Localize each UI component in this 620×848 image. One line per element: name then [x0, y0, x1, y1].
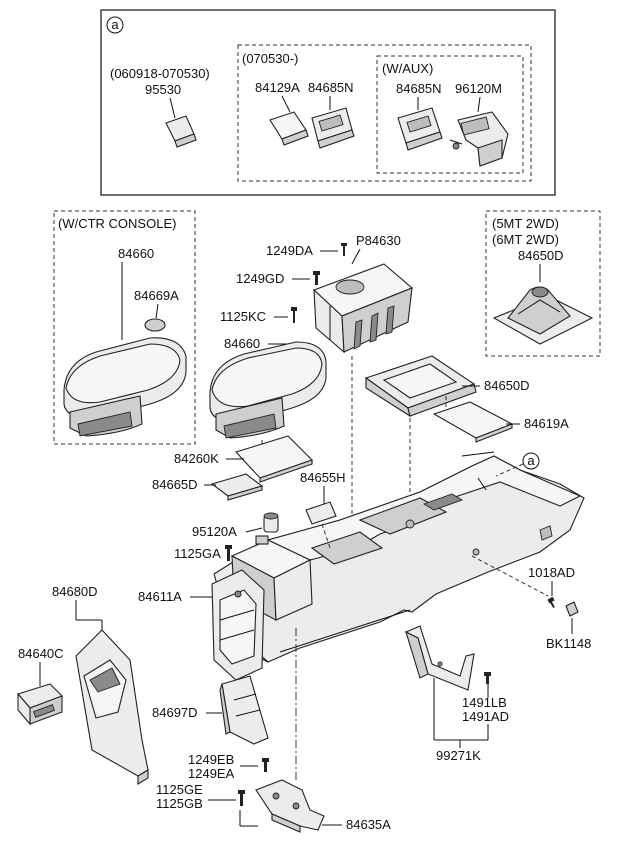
part-96120M-aux-jack: [449, 111, 509, 167]
part-84619A-mat: [432, 401, 514, 443]
inner-bracket-assembly: 84611A: [138, 569, 265, 681]
part-label-84669A: 84669A: [134, 288, 179, 303]
part-84685N-bezel-a: [311, 107, 355, 149]
part-84669A-emblem: [144, 318, 166, 332]
part-84685N-bezel-b: [397, 107, 443, 151]
part-84660-armrest-b: [209, 341, 327, 439]
callout-a-circle: [106, 16, 124, 34]
part-label-84685N-a: 84685N: [308, 80, 354, 95]
part-99271K-bracket: [404, 625, 475, 691]
part-label-84635A: 84635A: [346, 817, 391, 832]
callout-a-label: a: [111, 17, 119, 32]
part-label-84611A: 84611A: [138, 589, 182, 604]
small-console-parts: 84655H 95120A 1125GA: [174, 470, 346, 561]
right-fastener-parts: 1018AD BK1148: [471, 555, 591, 651]
part-label-BK1148: BK1148: [546, 636, 591, 651]
part-label-1249GD: 1249GD: [236, 271, 284, 286]
part-P84630-storage-box: [312, 263, 414, 354]
bolt-1125KC: [291, 307, 297, 323]
part-label-P84630: P84630: [356, 233, 401, 248]
part-84655H-cover: [305, 501, 337, 525]
part-label-1018AD: 1018AD: [528, 565, 575, 580]
lower-center-parts: 84697D 1249EB 1249EA 1125GE 1125GB: [152, 628, 391, 833]
armrest-assembly: 84660: [209, 336, 327, 450]
part-84129A-plug: [269, 111, 309, 146]
part-84660-armrest-a: [63, 337, 187, 437]
part-label-1125GA: 1125GA: [174, 546, 221, 561]
part-label-1249EA: 1249EA: [188, 766, 235, 781]
part-label-84660-b: 84660: [224, 336, 260, 351]
part-95530-cover: [165, 115, 197, 148]
part-84650D-shift-boot: [492, 286, 594, 345]
lower-right-bracket: 1491LB 1491AD 99271K: [404, 625, 509, 763]
group-w-aux: (W/AUX): [382, 61, 433, 76]
part-label-84650D-a: 84650D: [518, 248, 564, 263]
screw-1018AD: [547, 596, 555, 608]
part-84650D-shift-trim: [364, 355, 477, 418]
part-label-1125GB: 1125GB: [156, 796, 203, 811]
part-label-84697D: 84697D: [152, 705, 198, 720]
rear-trim-assembly: 84680D 84640C: [17, 584, 149, 785]
group-w-ctr-console: (W/CTR CONSOLE): [58, 216, 176, 231]
part-BK1148-clip: [565, 601, 579, 617]
screw-1249DA: [341, 243, 347, 256]
part-label-96120M: 96120M: [455, 81, 502, 96]
bolt-1125GE: [238, 790, 245, 806]
part-label-84640C: 84640C: [18, 646, 64, 661]
part-label-95530: 95530: [145, 82, 181, 97]
part-label-84660-a: 84660: [118, 246, 154, 261]
screw-1249EB: [262, 758, 269, 772]
part-label-95120A: 95120A: [192, 524, 237, 539]
group-mt-box: (5MT 2WD) (6MT 2WD) 84650D: [485, 210, 601, 357]
group-5mt: (5MT 2WD): [492, 216, 559, 231]
group-from-date: (070530-): [242, 51, 298, 66]
shift-trim-assembly: 84650D 84619A: [364, 355, 569, 500]
part-label-84665D: 84665D: [152, 477, 198, 492]
callout-a-label-2: a: [527, 453, 535, 468]
part-84665D-tray: [210, 473, 264, 501]
part-label-84685N-b: 84685N: [396, 81, 442, 96]
part-label-99271K: 99271K: [436, 748, 481, 763]
part-84611A-bracket: [211, 569, 265, 681]
part-84680D-rear-cover: [75, 629, 149, 785]
group-ctr-console-box: (W/CTR CONSOLE) 84660 84669A: [53, 210, 196, 445]
group-6mt: (6MT 2WD): [492, 232, 559, 247]
part-95120A-socket: [255, 512, 279, 545]
part-label-84680D: 84680D: [52, 584, 98, 599]
part-label-84655H: 84655H: [300, 470, 346, 485]
group-date-range: (060918-070530): [110, 66, 210, 81]
bolt-1125GA: [225, 545, 232, 561]
part-label-1249DA: 1249DA: [266, 243, 313, 258]
callout-a-circle-2: [522, 452, 540, 470]
part-label-84619A: 84619A: [524, 416, 569, 431]
part-label-1491AD: 1491AD: [462, 709, 509, 724]
part-84697D-bracket: [219, 675, 269, 745]
part-label-1125KC: 1125KC: [220, 309, 266, 324]
main-console-body: [213, 451, 585, 663]
screw-1249GD: [313, 271, 320, 285]
part-label-84129A: 84129A: [255, 80, 300, 95]
part-label-84260K: 84260K: [174, 451, 219, 466]
part-84640C-outlet: [17, 683, 63, 726]
bolt-1491LB: [484, 672, 491, 684]
part-label-1125GE: 1125GE: [156, 782, 203, 797]
pad-parts: 84260K 84665D: [152, 435, 314, 501]
detail-box-a: a (060918-070530) 95530 (070530-) 84129A…: [100, 9, 556, 196]
part-84635A-mount: [255, 779, 325, 833]
part-label-1249EB: 1249EB: [188, 752, 234, 767]
part-label-1491LB: 1491LB: [462, 695, 507, 710]
part-label-84650D-b: 84650D: [484, 378, 530, 393]
part-84260K-pad: [235, 435, 314, 483]
